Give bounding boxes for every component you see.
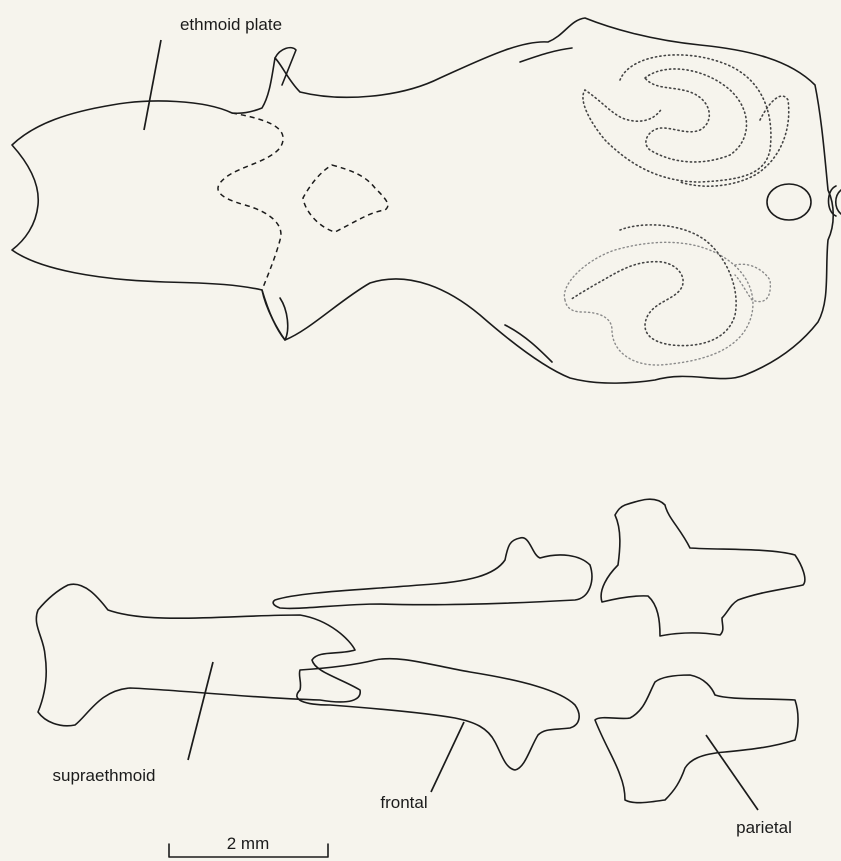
supraethmoid-label: supraethmoid xyxy=(52,766,155,785)
frontal-label: frontal xyxy=(380,793,427,812)
scale-bar: 2 mm xyxy=(169,834,328,857)
parietal-bone-lower xyxy=(595,675,798,803)
otic-canal-lower-outer xyxy=(564,242,753,365)
lateral-line-top xyxy=(520,48,572,62)
parietal-bone-upper xyxy=(601,499,805,636)
occipital-foramen xyxy=(767,184,811,220)
chondrocranium-outline xyxy=(12,18,833,383)
otic-canal-upper-inner xyxy=(645,69,747,162)
frontal-bone-upper xyxy=(273,538,592,609)
lateral-line-bottom xyxy=(505,325,552,362)
antorbital-flange-bottom xyxy=(262,290,288,340)
frontal-bone-lower xyxy=(297,659,579,770)
dermal-bones-drawing xyxy=(36,499,805,803)
ethmoid-plate-label: ethmoid plate xyxy=(180,15,282,34)
otic-canal-upper-arc xyxy=(680,96,789,186)
ethmoid-plate-leader xyxy=(144,40,161,130)
supraethmoid-leader xyxy=(188,662,213,760)
otic-canal-upper-outer xyxy=(583,55,771,182)
occipital-condyle-inner xyxy=(836,190,841,214)
ethmoid-fenestra-dashed xyxy=(218,113,283,290)
frontal-leader xyxy=(431,722,464,792)
scale-bar-label: 2 mm xyxy=(227,834,270,853)
parietal-label: parietal xyxy=(736,818,792,837)
parietal-leader xyxy=(706,735,758,810)
otic-canal-lower-arc xyxy=(735,264,770,301)
chondrocranium-drawing xyxy=(12,18,841,383)
frontal-fontanelle-dashed xyxy=(303,165,388,232)
antorbital-flange-top xyxy=(275,48,296,85)
